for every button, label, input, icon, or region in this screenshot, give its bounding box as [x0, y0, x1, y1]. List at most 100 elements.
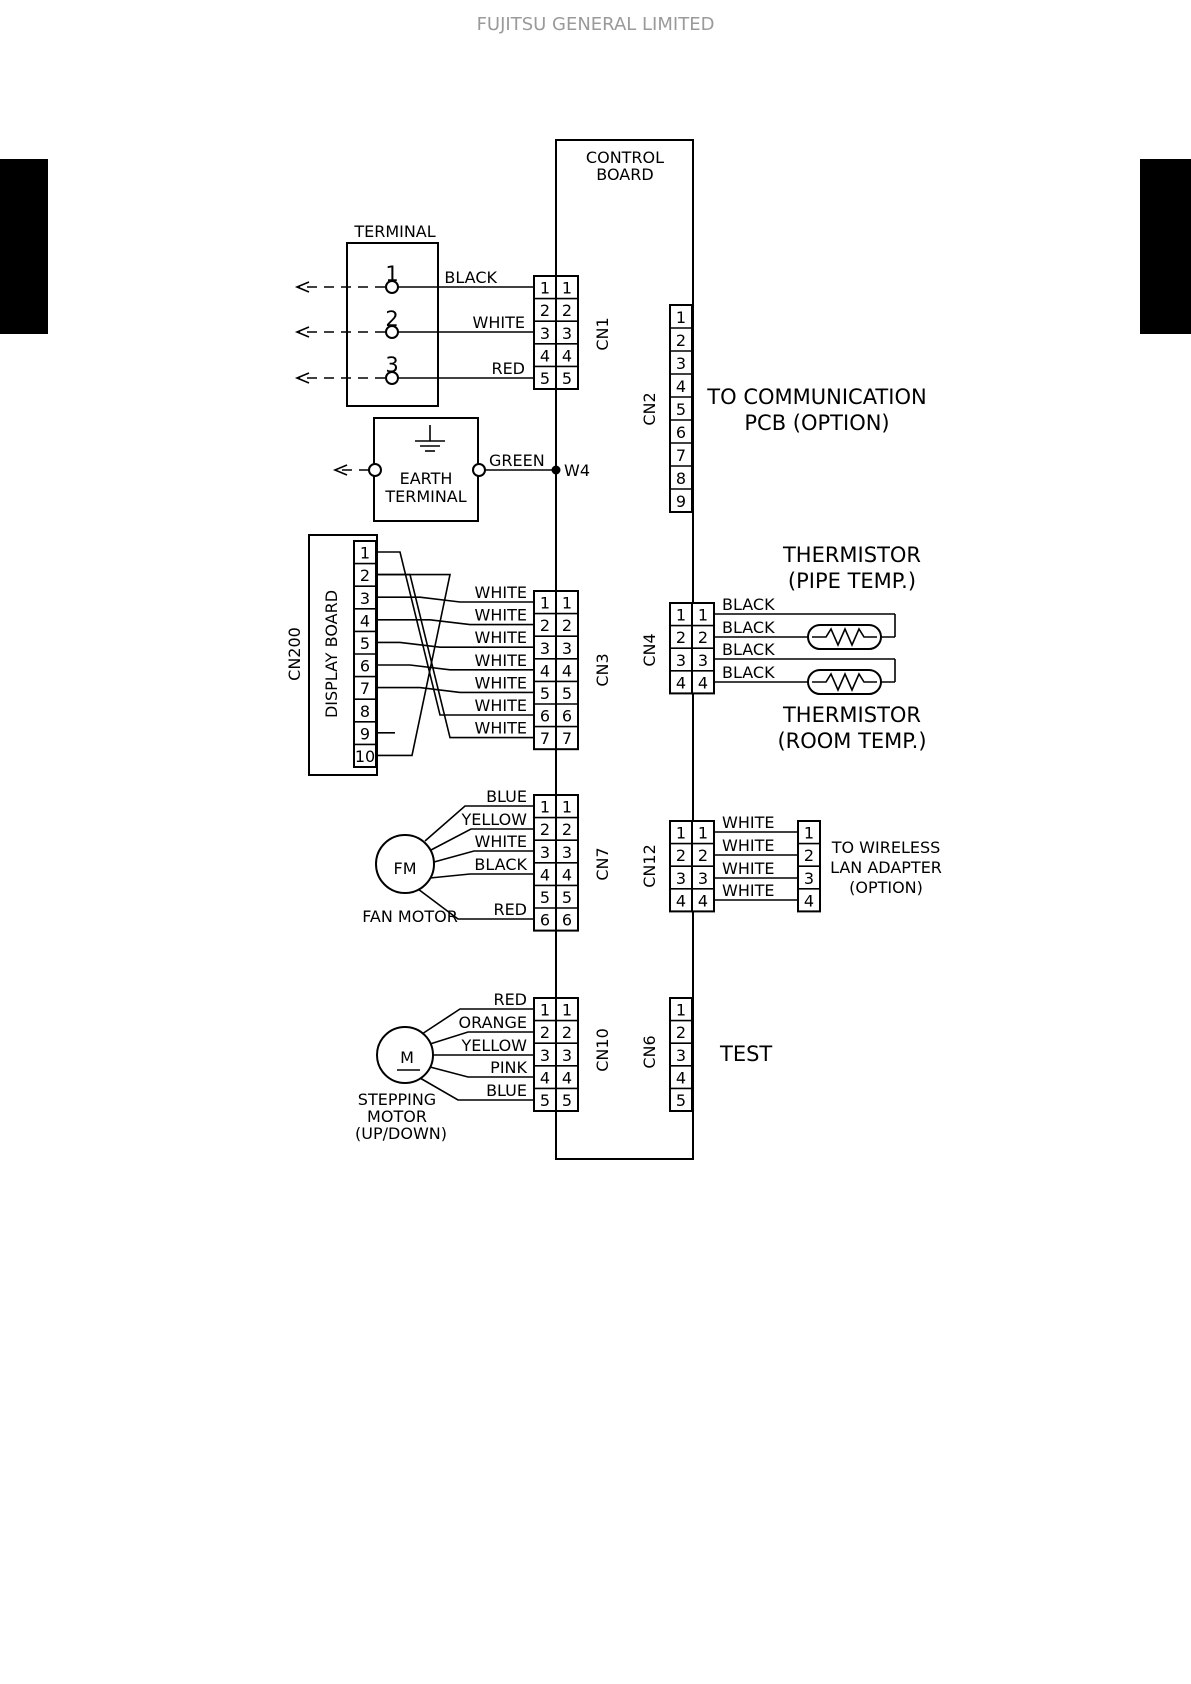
pin-number: 6 — [360, 657, 370, 676]
pin-number: 2 — [562, 616, 572, 635]
pin-number: 6 — [562, 707, 572, 726]
pin-number: 2 — [676, 846, 686, 865]
pin-number: 4 — [540, 346, 550, 365]
pin-number: 7 — [360, 679, 370, 698]
pin-number: 4 — [698, 673, 708, 692]
pin-number: 1 — [540, 1001, 550, 1020]
pin-number: 1 — [698, 824, 708, 843]
pin-number: 2 — [676, 1023, 686, 1042]
terminal-point — [385, 280, 399, 294]
pin-number: 5 — [540, 684, 550, 703]
pin-number: 7 — [676, 446, 686, 465]
wire-color-label: WHITE — [722, 881, 774, 900]
wire — [429, 1066, 534, 1078]
pin-number: 2 — [540, 820, 550, 839]
junction-label: W4 — [564, 461, 590, 480]
earth-terminal — [373, 417, 479, 522]
pin-number: 2 — [698, 846, 708, 865]
pin-number: 7 — [562, 729, 572, 748]
pin-number: 3 — [698, 869, 708, 888]
thermistor-pipe — [807, 624, 882, 650]
stepping-motor-label: STEPPING — [358, 1090, 436, 1109]
pin-number: 4 — [676, 891, 686, 910]
pin-number: 4 — [562, 1068, 572, 1087]
cn10-label: CN10 — [593, 1028, 612, 1072]
wire-color-label: BLUE — [486, 787, 527, 806]
pin-number: 10 — [355, 747, 375, 766]
pin-number: 4 — [360, 611, 370, 630]
pin-number: 2 — [562, 1023, 572, 1042]
cn200-label: CN200 — [285, 627, 304, 681]
resistor-icon — [812, 627, 877, 647]
wire-color-label: WHITE — [722, 859, 774, 878]
pin-number: 9 — [676, 492, 686, 511]
fan-motor-symbol: FM — [393, 859, 416, 878]
wire-color-label: WHITE — [475, 628, 527, 647]
pin-number: 1 — [540, 279, 550, 298]
terminal-point — [385, 371, 399, 385]
thermistor-label: (PIPE TEMP.) — [788, 569, 916, 593]
wire-color-label: WHITE — [475, 696, 527, 715]
pin-number: 1 — [562, 279, 572, 298]
cn2-note: TO COMMUNICATION — [706, 385, 926, 409]
thermistor-label: THERMISTOR — [782, 703, 921, 727]
earth-label: TERMINAL — [384, 487, 466, 506]
wire — [376, 686, 534, 694]
pin-number: 2 — [562, 301, 572, 320]
pin-number: 4 — [676, 377, 686, 396]
pin-number: 4 — [676, 1068, 686, 1087]
wire — [430, 828, 534, 851]
terminal-pin-number: 3 — [385, 353, 398, 377]
pin-number: 3 — [676, 869, 686, 888]
cn4-label: CN4 — [640, 633, 659, 666]
arrow-icon — [294, 372, 310, 384]
wire-color-label: PINK — [490, 1058, 527, 1077]
cn2-pins — [669, 304, 693, 513]
thermistor-label: (ROOM TEMP.) — [777, 729, 926, 753]
wire-color-label: WHITE — [475, 719, 527, 738]
cn2-label: CN2 — [640, 392, 659, 425]
pin-number: 1 — [562, 1001, 572, 1020]
stepping-motor-label: (UP/DOWN) — [355, 1124, 447, 1143]
wire-color-label: ORANGE — [459, 1013, 527, 1032]
pin-number: 7 — [540, 729, 550, 748]
arrow-icon — [294, 281, 310, 293]
terminal-pin-number: 2 — [385, 307, 398, 331]
earth-point — [472, 463, 486, 477]
cn1-right-pins — [555, 275, 579, 390]
pin-number: 3 — [676, 1046, 686, 1065]
left-edge-tab — [0, 159, 48, 334]
earth-label: EARTH — [400, 469, 453, 488]
thermistor-label: THERMISTOR — [782, 543, 921, 567]
wire — [429, 1031, 534, 1045]
wire-color-label: WHITE — [722, 836, 774, 855]
arrow-icon — [332, 464, 348, 476]
wire-color-label: WHITE — [722, 813, 774, 832]
pin-number: 3 — [562, 1046, 572, 1065]
cn7-label: CN7 — [593, 847, 612, 880]
pin-number: 6 — [540, 707, 550, 726]
wire — [376, 641, 534, 648]
pin-number: 2 — [698, 628, 708, 647]
pin-number: 2 — [360, 566, 370, 585]
pin-number: 5 — [540, 888, 550, 907]
pin-number: 3 — [540, 324, 550, 343]
pin-number: 5 — [562, 369, 572, 388]
thermistor-room — [807, 669, 882, 695]
wire-color-label: WHITE — [473, 313, 525, 332]
wire-color-label: RED — [493, 990, 527, 1009]
pin-number: 3 — [360, 589, 370, 608]
terminal-pin-number: 1 — [385, 262, 398, 286]
junction-dot — [551, 465, 561, 475]
cn1-label: CN1 — [593, 317, 612, 350]
pin-number: 3 — [804, 869, 814, 888]
wire-color-label: BLACK — [722, 663, 775, 682]
pin-number: 5 — [562, 888, 572, 907]
pin-number: 1 — [540, 798, 550, 817]
pin-number: 4 — [676, 673, 686, 692]
pin-number: 3 — [540, 1046, 550, 1065]
pin-number: 5 — [676, 1091, 686, 1110]
pin-number: 1 — [562, 798, 572, 817]
pin-number: 4 — [540, 661, 550, 680]
